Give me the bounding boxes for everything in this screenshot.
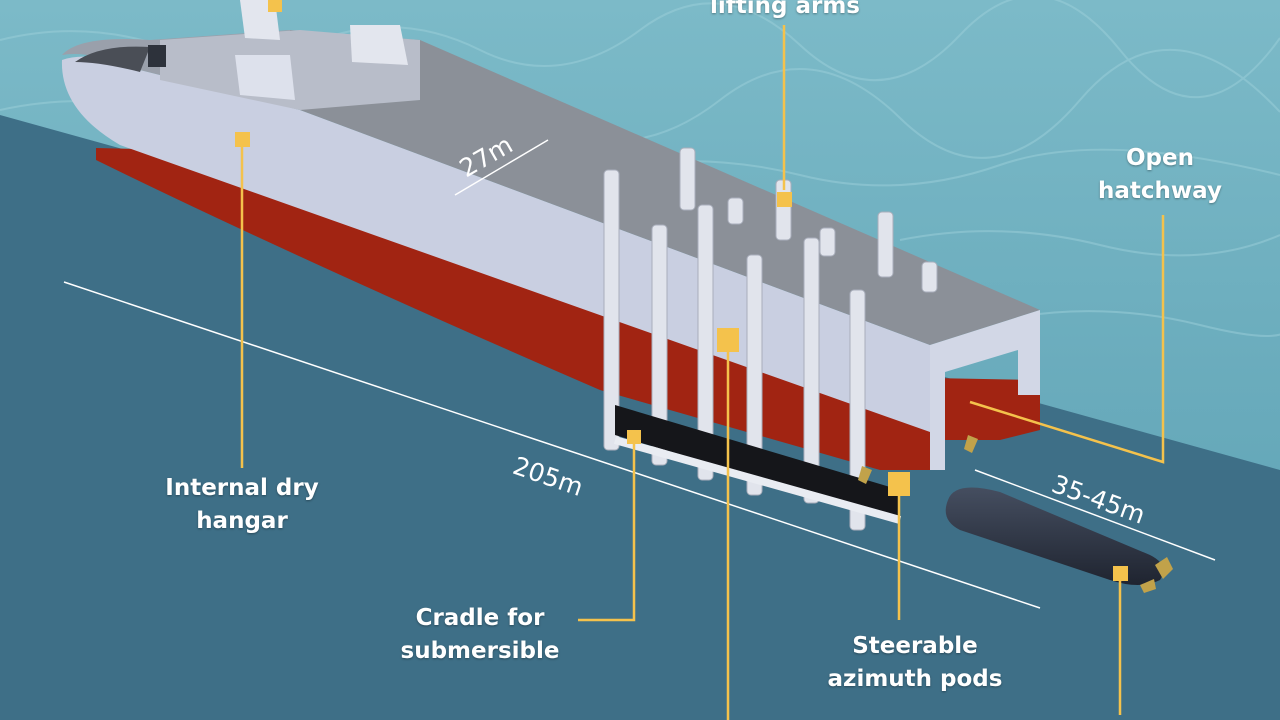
label-internal-dry-hangar: Internal dry hangar [165,475,319,534]
submarine [945,487,1173,593]
label-steerable-azimuth-pods: Steerable azimuth pods [827,633,1003,692]
bow-well [75,46,150,72]
stern-frame [930,310,1040,470]
label-cradle-for-submersible: Cradle for submersible [400,605,560,664]
label-lifting-arms: lifting arms [709,0,861,19]
azimuth-pods [858,435,978,484]
stern-red [930,378,1040,440]
callout-lines [240,25,1165,720]
main-deck [290,30,1040,345]
label-open-hatchway: Open hatchway [1098,145,1222,204]
submersible-cradle [613,405,902,524]
dimension-lines [63,139,1216,609]
lifting-arm-columns [603,147,938,531]
callout-markers [235,0,1128,581]
hull-red-underside [96,148,930,470]
